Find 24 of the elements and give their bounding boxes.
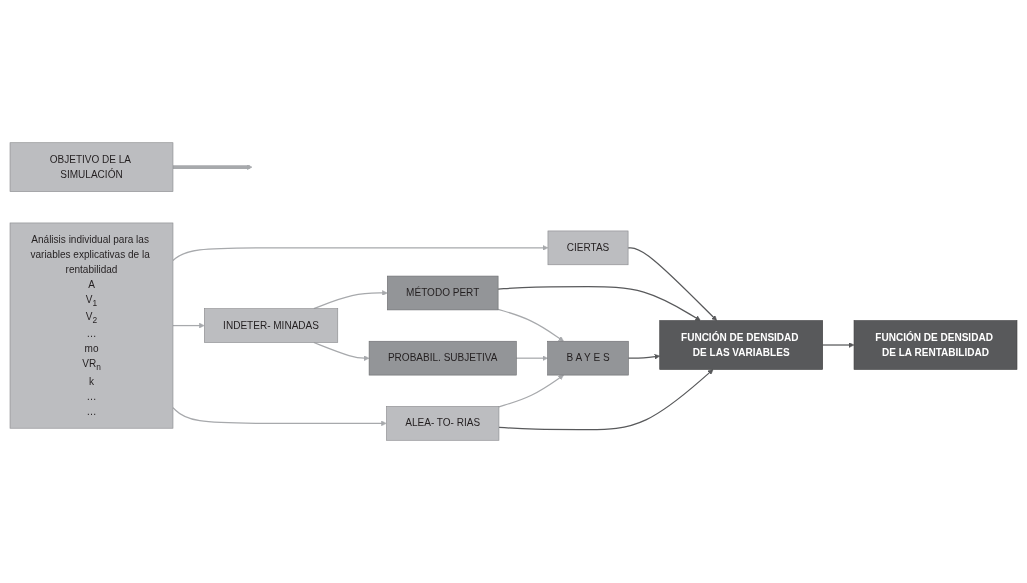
arrow	[822, 342, 855, 348]
node-box: FUNCIÓN DE DENSIDAD DE LAS VARIABLES	[659, 320, 823, 370]
arrow	[627, 354, 660, 360]
node-box: MÉTODO PERT	[387, 275, 499, 311]
node-box: OBJETIVO DE LA SIMULACIÓN	[9, 142, 174, 192]
arrow	[498, 369, 714, 431]
node-box: PROBABIL. SUBJETIVA	[368, 340, 517, 376]
node-box: FUNCIÓN DE DENSIDAD DE LA RENTABILIDAD	[853, 320, 1018, 370]
arrow	[515, 355, 548, 361]
arrow	[313, 290, 388, 310]
arrow	[498, 374, 564, 408]
arrow	[173, 164, 253, 170]
node-box: INDETER- MINADAS	[204, 308, 339, 343]
arrow	[627, 247, 717, 321]
arrow	[497, 308, 564, 342]
arrow	[172, 322, 205, 329]
arrow	[172, 406, 387, 427]
node-box: B A Y E S	[547, 340, 629, 376]
node-box: ALEA- TO- RIAS	[386, 406, 500, 441]
arrow	[497, 286, 701, 321]
node-box: CIERTAS	[547, 230, 629, 266]
arrow	[172, 245, 549, 262]
arrow	[313, 341, 370, 361]
node-box: Análisis individual para las variables explicativas de la rentabilidad A V$_{1}$ V$_{2}$ … mo VR$_{n}$ k … …	[9, 222, 174, 429]
